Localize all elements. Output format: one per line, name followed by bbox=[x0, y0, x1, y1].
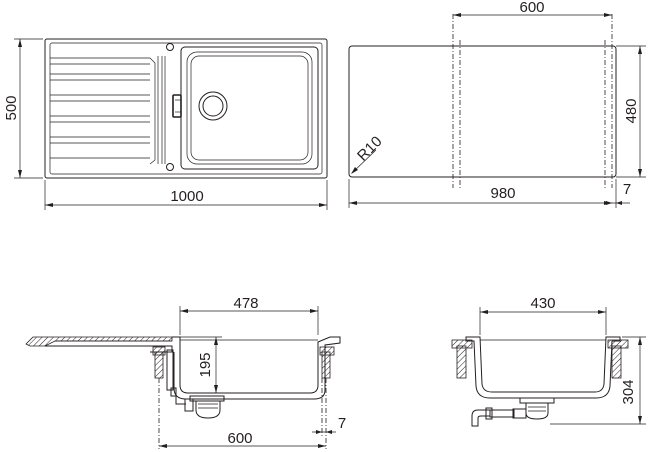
dimension-label: 195 bbox=[197, 352, 214, 377]
drain-outer bbox=[198, 91, 228, 121]
bowl-floor bbox=[190, 55, 309, 161]
dimension-label: 430 bbox=[530, 295, 555, 312]
dimension-label: R10 bbox=[354, 133, 385, 164]
bowl-outer bbox=[180, 46, 319, 170]
dimension-overall-depth: 500 bbox=[3, 38, 43, 179]
dimension-overall-height: 304 bbox=[550, 336, 646, 425]
dimension-label: 7 bbox=[623, 181, 631, 198]
dimension-label: 600 bbox=[519, 0, 544, 16]
dimension-label: 600 bbox=[227, 430, 252, 447]
front-section-view: 430 304 bbox=[451, 295, 646, 427]
countertop-support-right bbox=[611, 345, 622, 379]
tap-hole-alt bbox=[166, 163, 174, 171]
dimension-label: 480 bbox=[623, 98, 640, 123]
bowl-section bbox=[465, 336, 621, 399]
dimension-overall-width: 1000 bbox=[44, 180, 328, 210]
bowl-inner bbox=[186, 51, 313, 165]
dimension-label: 304 bbox=[620, 379, 637, 404]
drainboard-rim bbox=[25, 336, 173, 347]
dimension-corner-radius: R10 bbox=[351, 133, 386, 174]
overflow bbox=[172, 94, 182, 118]
dimension-bowl-width: 478 bbox=[179, 295, 319, 335]
dimension-cabinet-width: 600 bbox=[453, 0, 612, 17]
cutout-view: 600 480 980 7 bbox=[348, 0, 646, 208]
dimension-label: 980 bbox=[490, 185, 515, 202]
tap-hole bbox=[166, 43, 174, 51]
dimension-bowl-depth: 195 bbox=[180, 336, 222, 394]
cutout-outline bbox=[348, 45, 617, 178]
countertop-support-left bbox=[154, 351, 164, 379]
sink-inner-edge bbox=[49, 42, 323, 175]
dimension-label: 7 bbox=[338, 415, 346, 432]
dimension-edge-offset: 7 bbox=[312, 378, 346, 438]
side-section-view: 478 195 600 7 bbox=[25, 295, 346, 449]
drain-inner bbox=[202, 95, 224, 117]
dimension-label: 500 bbox=[3, 95, 20, 120]
drainboard bbox=[50, 56, 166, 165]
dimension-cutout-width: 980 bbox=[348, 179, 612, 208]
countertop-support-right bbox=[321, 351, 331, 379]
bowl-section bbox=[172, 336, 341, 400]
top-view: 1000 500 bbox=[3, 38, 328, 210]
dimension-edge-offset: 7 bbox=[605, 179, 631, 208]
dimension-cabinet-width: 600 bbox=[158, 378, 327, 449]
countertop-support-left bbox=[456, 345, 467, 379]
dimension-label: 478 bbox=[233, 295, 258, 312]
drain-trap bbox=[166, 349, 225, 419]
dimension-label: 1000 bbox=[170, 188, 203, 205]
sink-outline bbox=[44, 38, 328, 179]
dimension-bowl-width: 430 bbox=[479, 295, 607, 335]
drain-trap bbox=[471, 397, 555, 427]
dimension-cutout-depth: 480 bbox=[616, 45, 646, 178]
